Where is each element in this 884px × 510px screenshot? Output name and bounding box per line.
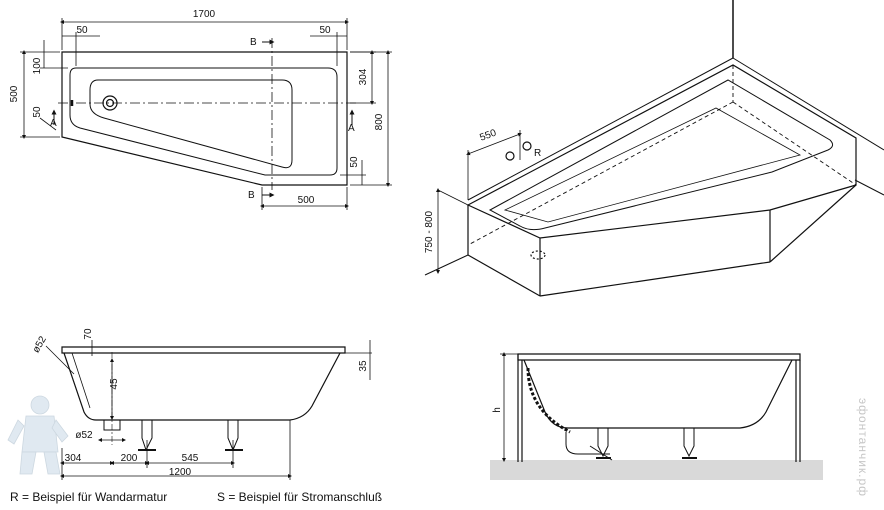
install-foot-left xyxy=(597,428,609,458)
top-view-outline xyxy=(61,51,348,186)
dim-bottom-width: 500 xyxy=(298,195,315,206)
dim-install-height: h xyxy=(492,407,503,413)
iso-basin-inner xyxy=(488,79,834,231)
side-rim xyxy=(61,346,346,354)
iso-armature-left xyxy=(505,151,515,161)
dim-right-margin: 50 xyxy=(319,25,331,36)
iso-power-connection xyxy=(530,250,546,260)
dim-height-range: 750 - 800 xyxy=(424,210,435,253)
watermark-text: эфонтанчик.рф xyxy=(856,398,870,498)
legend-r: R = Beispiel für Wandarmatur xyxy=(10,490,168,504)
iso-rim-outer xyxy=(466,64,857,239)
dim-angle-left: 50 xyxy=(32,106,43,118)
iso-view xyxy=(424,0,884,297)
section-b-top: B xyxy=(250,37,257,48)
side-body xyxy=(63,352,341,421)
dim-offset-left: 304 xyxy=(65,453,82,464)
install-foot-right xyxy=(683,428,695,458)
dim-height-total: 500 xyxy=(9,85,20,102)
section-a-left: A xyxy=(50,118,57,129)
dim-drain-angle: ø52 xyxy=(31,334,49,355)
dim-offset-b: 545 xyxy=(182,453,199,464)
dim-armature-distance: 550 xyxy=(478,127,498,143)
legend-s: S = Beispiel für Stromanschluß xyxy=(217,490,383,504)
dim-depth: 800 xyxy=(374,113,385,130)
dim-height-left: 100 xyxy=(32,57,43,74)
iso-basin-floor xyxy=(503,107,802,223)
top-view-basin xyxy=(69,67,338,176)
top-view-dimensions xyxy=(20,18,392,210)
install-body xyxy=(523,359,793,429)
dim-offset-a: 200 xyxy=(121,453,138,464)
install-view xyxy=(490,352,823,480)
mascot-watermark xyxy=(7,395,69,475)
install-floor xyxy=(490,460,823,480)
dim-total-length: 1700 xyxy=(193,9,216,20)
dim-left-margin: 50 xyxy=(76,25,88,36)
dim-rim: 70 xyxy=(83,328,94,340)
dim-right-bottom: 50 xyxy=(349,156,360,168)
dim-rim-right: 35 xyxy=(358,360,369,372)
top-view-recess xyxy=(89,79,293,169)
dim-height-right: 304 xyxy=(358,68,369,85)
side-view xyxy=(45,340,372,480)
dim-drain-diameter: ø52 xyxy=(75,430,93,441)
section-a-right: A xyxy=(348,123,355,134)
dim-depth-side: 45 xyxy=(109,378,120,390)
iso-labels: 550 750 - 800 R xyxy=(424,127,541,253)
install-overflow-pipe xyxy=(526,367,571,434)
install-rim xyxy=(517,353,801,361)
top-view-labels: 1700 50 50 500 100 50 304 800 50 500 B B… xyxy=(9,9,385,206)
armature-r-label: R xyxy=(534,148,541,159)
dim-length: 1200 xyxy=(169,467,192,478)
section-b-bottom: B xyxy=(248,190,255,201)
iso-armature-right xyxy=(522,141,532,151)
top-view xyxy=(51,38,358,198)
